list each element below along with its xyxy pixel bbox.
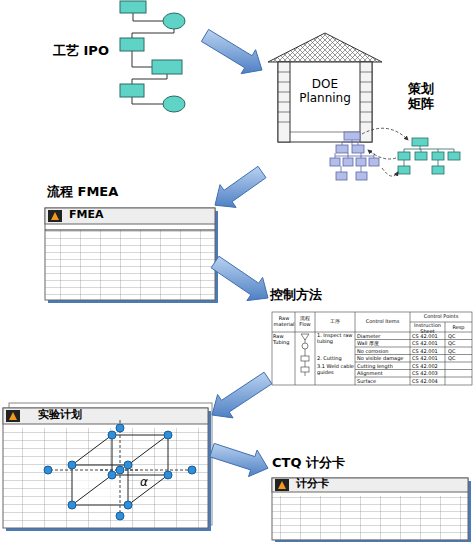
table-cell: Instruction Sheet	[411, 323, 444, 334]
experiment-sheet	[3, 403, 212, 531]
table-cell: Diameter	[357, 334, 409, 340]
house-label: DOE Planning	[290, 78, 360, 106]
experiment-stage: 实验计划	[0, 402, 212, 532]
fmea-sheet	[45, 208, 218, 303]
table-cell: CS 42.004	[412, 379, 444, 385]
table-cell: CS 42.001	[412, 334, 444, 340]
table-cell: 1. Inspect raw tubing	[317, 333, 354, 344]
table-cell: QC	[448, 349, 470, 355]
ctq-sheet	[272, 478, 471, 542]
table-cell: CS 42.001	[412, 349, 444, 355]
axial-distance-symbol: α	[140, 476, 148, 490]
table-cell: Raw material	[273, 316, 295, 327]
table-cell: CS 42.002	[412, 364, 444, 370]
flow-arrow	[201, 29, 262, 73]
flow-arrow	[215, 166, 266, 207]
table-cell: Control Items	[357, 319, 408, 325]
table-cell: Alignment	[357, 371, 409, 377]
sheet-title: FMEA	[69, 209, 104, 222]
ctq-stage: CTQ 计分卡计分卡	[268, 452, 474, 542]
ipo-flowchart	[120, 1, 185, 112]
flow-arrow	[212, 372, 272, 418]
stage-title: CTQ 计分卡	[272, 456, 345, 471]
doe-cube	[44, 420, 196, 520]
doe-house	[268, 33, 382, 142]
doe-stage: DOE Planning 策划 矩阵	[262, 40, 472, 190]
table-cell: CS 42.003	[412, 371, 444, 377]
table-cell: 3.1 Weld cable guides	[317, 364, 354, 375]
table-cell: CS 42.001	[412, 356, 444, 362]
table-cell: Resp	[446, 325, 471, 331]
table-cell: CS 42.001	[412, 341, 444, 347]
stage-title: 流程 FMEA	[47, 185, 118, 200]
table-cell: Raw Tubing	[273, 334, 295, 345]
planning-trees	[330, 128, 460, 180]
table-cell: No corrosion	[357, 349, 409, 355]
stage-title: 控制方法	[270, 288, 322, 303]
table-cell: 流程 Flow	[296, 316, 314, 327]
table-cell: QC	[448, 341, 470, 347]
flow-arrow	[211, 256, 268, 300]
table-cell: Control Points	[411, 314, 471, 320]
control-table	[272, 312, 472, 385]
sheet-title: 计分卡	[296, 478, 329, 491]
table-cell: QC	[448, 356, 470, 362]
table-cell: Wall 厚度	[357, 341, 409, 347]
sheet-title: 实验计划	[38, 409, 82, 422]
fmea-stage: 流程 FMEA FMEA	[45, 183, 215, 300]
table-cell: Surface	[357, 379, 409, 385]
table-cell: 2. Cutting	[317, 356, 354, 362]
table-cell: Cutting length	[357, 364, 409, 370]
stage-title: 策划 矩阵	[408, 82, 440, 112]
table-cell: 工序	[325, 319, 345, 325]
flow-arrow	[210, 443, 268, 476]
table-cell: QC	[448, 334, 470, 340]
table-cell: No visible damage	[357, 356, 409, 362]
stage-title: 工艺 IPO	[53, 44, 109, 59]
ipo-stage: 工艺 IPO	[50, 0, 205, 118]
